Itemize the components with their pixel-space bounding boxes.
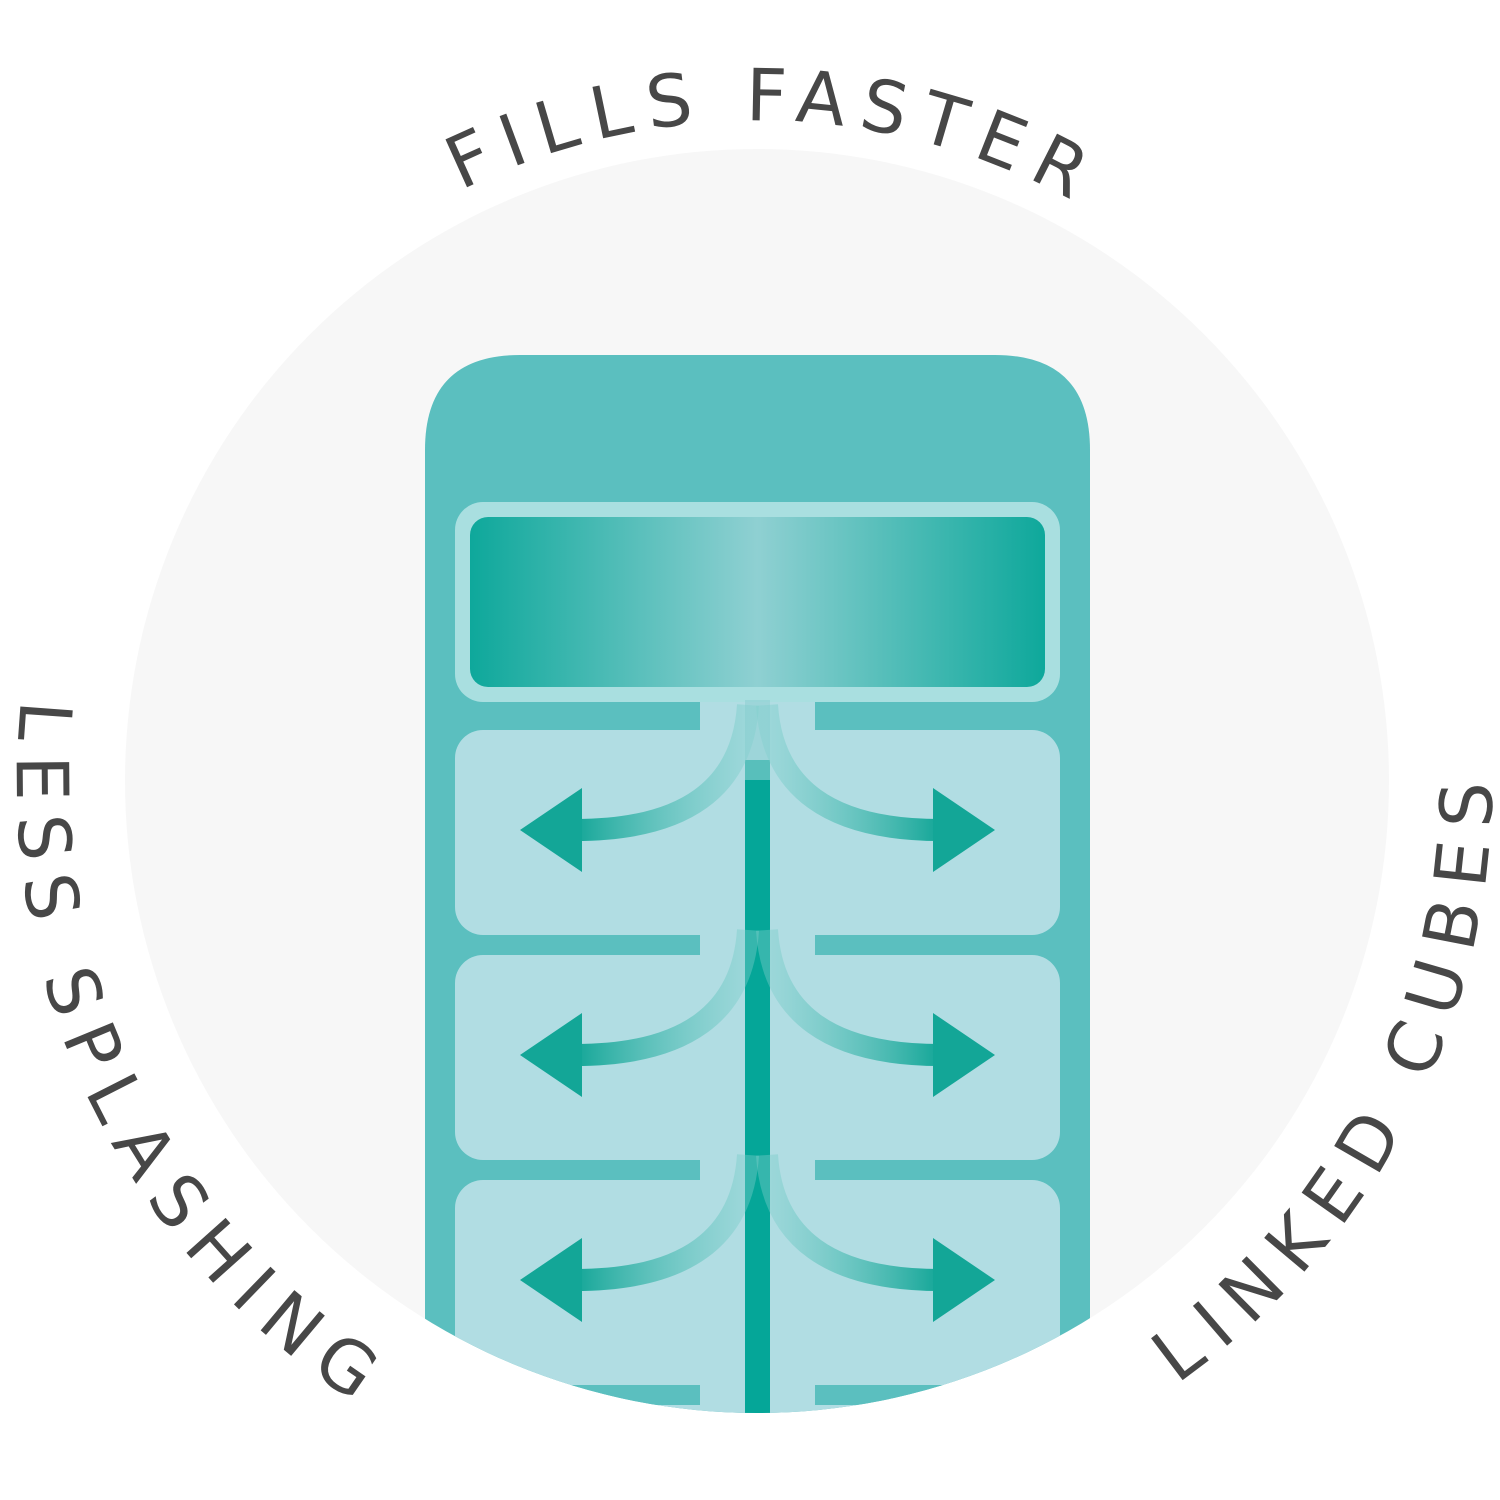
arrow-head-right-icon xyxy=(933,1013,995,1097)
arrow-head-left-icon xyxy=(520,1013,582,1097)
arrow-curve-right xyxy=(756,704,941,841)
ice-tray xyxy=(425,355,1090,1413)
arrow-head-left-icon xyxy=(520,1238,582,1322)
arrow-curve-right xyxy=(756,929,941,1066)
fill-window xyxy=(470,517,1045,687)
arrow-curve-left xyxy=(574,1154,759,1291)
arrow-head-left-icon xyxy=(520,788,582,872)
arrow-head-right-icon xyxy=(933,788,995,872)
arrow-curve-right xyxy=(756,1154,941,1291)
arrow-curve-left xyxy=(574,704,759,841)
arrow-head-right-icon xyxy=(933,1238,995,1322)
center-channel xyxy=(745,760,770,1413)
flow-arrows xyxy=(520,704,995,1322)
arrow-curve-left xyxy=(574,929,759,1066)
